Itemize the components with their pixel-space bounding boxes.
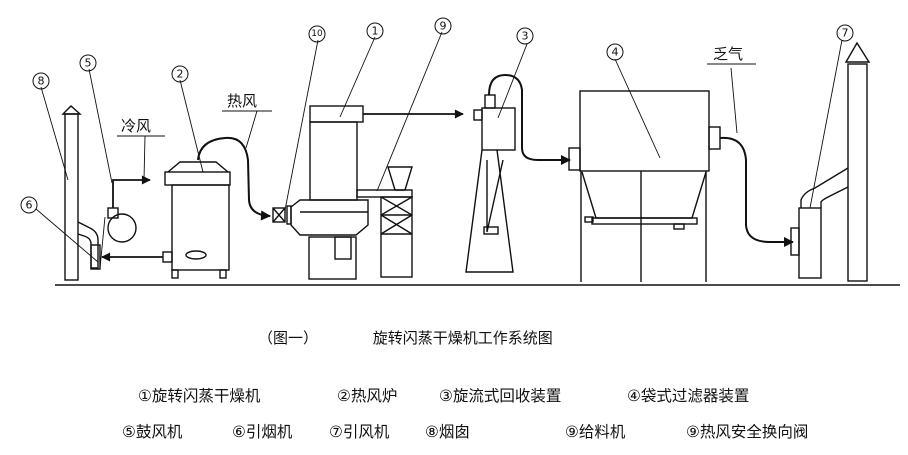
figure-caption: （图一） 旋转闪蒸干燥机工作系统图 xyxy=(258,327,553,348)
legend-item: ⑤鼓风机 xyxy=(122,423,183,441)
safety-valve xyxy=(272,205,292,225)
legend-item: ⑧烟囱 xyxy=(425,423,470,441)
legend-item: ①旋转闪蒸干燥机 xyxy=(138,387,261,405)
legend-item: ③旋流式回收装置 xyxy=(439,387,562,405)
legend-item: ⑥引烟机 xyxy=(232,423,293,441)
marker-2: 2 xyxy=(177,68,184,81)
marker-1: 1 xyxy=(372,25,379,38)
system-diagram: 8 5 2 10 1 9 3 4 7 6 冷风 热风 乏气 xyxy=(20,17,900,286)
legend-item: ②热风炉 xyxy=(337,387,398,405)
legend-item: ⑦引风机 xyxy=(329,423,390,441)
figure-title: 旋转闪蒸干燥机工作系统图 xyxy=(372,329,553,347)
chimney-right xyxy=(844,41,871,282)
marker-3: 3 xyxy=(522,30,529,43)
legend-item: ⑨热风安全换向阀 xyxy=(686,423,809,441)
exhaust-label: 乏气 xyxy=(713,45,743,63)
blower xyxy=(107,175,151,243)
marker-7: 7 xyxy=(842,27,849,40)
hot-air-label: 热风 xyxy=(227,92,257,110)
marker-9: 9 xyxy=(440,20,447,33)
chimney-left xyxy=(61,105,82,281)
feeder xyxy=(356,166,413,278)
marker-6: 6 xyxy=(26,199,33,212)
smoke-fan xyxy=(77,221,101,270)
marker-10: 10 xyxy=(311,29,323,39)
cold-air-label: 冷风 xyxy=(121,117,151,135)
induced-fan xyxy=(790,167,849,279)
flash-dryer xyxy=(290,105,464,280)
marker-5: 5 xyxy=(85,57,92,70)
marker-8: 8 xyxy=(38,75,45,88)
legend-item: ④袋式过滤器装置 xyxy=(627,387,750,405)
figure-number: （图一） xyxy=(258,329,319,347)
cyclone-collector xyxy=(465,73,571,273)
marker-circles xyxy=(20,17,854,214)
hot-air-furnace xyxy=(101,136,271,279)
bag-filter xyxy=(568,90,794,282)
marker-4: 4 xyxy=(612,46,619,59)
legend-item: ⑨给料机 xyxy=(565,423,626,441)
leader-lines xyxy=(35,31,843,269)
